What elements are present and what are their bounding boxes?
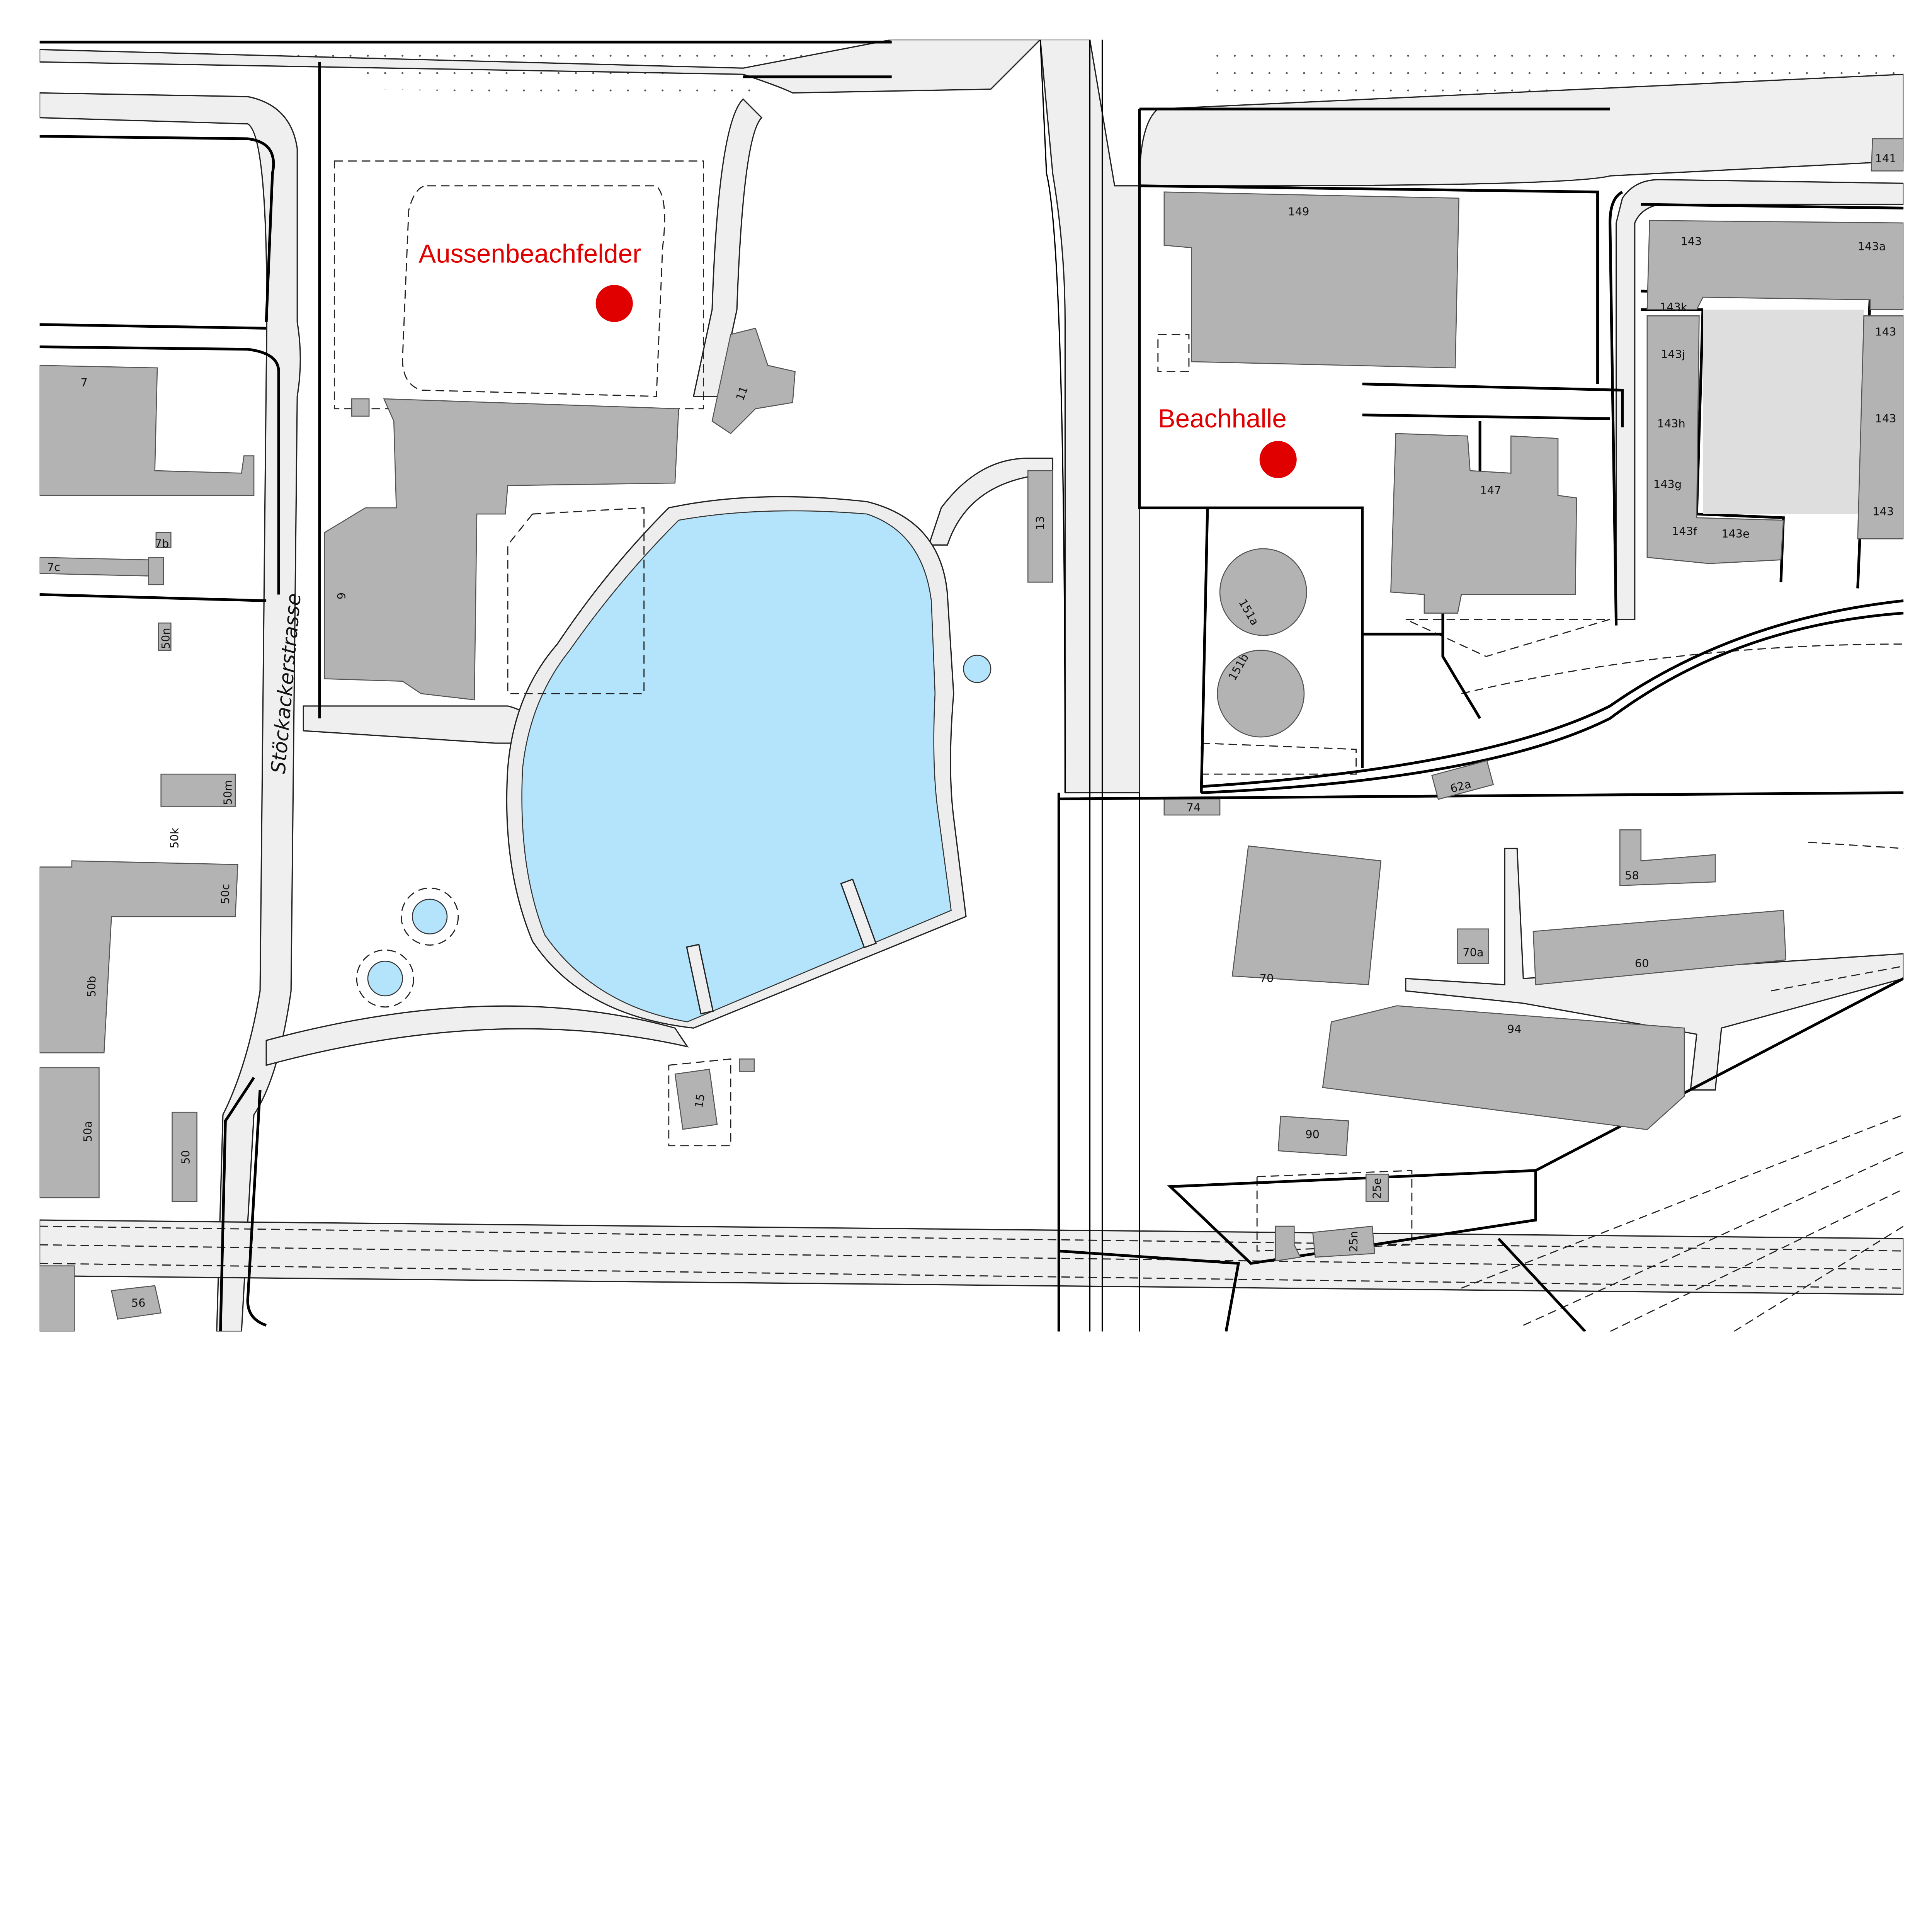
label-25e: 25e	[1371, 1178, 1384, 1199]
poi-label-beachhalle: Beachhalle	[1158, 404, 1287, 433]
label-141: 141	[1875, 152, 1896, 165]
label-50a: 50a	[81, 1121, 94, 1142]
small-pool	[367, 960, 403, 997]
poi-beachhalle[interactable]: Beachhalle	[1158, 404, 1297, 478]
red-dot-marker-icon[interactable]	[595, 285, 633, 322]
label-50b: 50b	[85, 976, 98, 997]
dashed-outlines	[39, 160, 1904, 1332]
label-147: 147	[1480, 484, 1501, 497]
label-15: 15	[692, 1093, 707, 1109]
label-143a: 143a	[1858, 240, 1886, 253]
label-143j: 143j	[1661, 347, 1685, 361]
label-7: 7	[80, 376, 87, 389]
label-143-right: 143	[1875, 412, 1896, 425]
label-9: 9	[335, 592, 348, 599]
jetty	[840, 878, 877, 949]
parcel-boundaries	[39, 39, 1904, 1332]
label-50n: 50n	[159, 628, 172, 649]
small-pool	[412, 898, 448, 934]
label-149: 149	[1288, 205, 1309, 218]
pool-outline	[401, 887, 459, 946]
label-143e: 143e	[1721, 527, 1750, 540]
label-50m: 50m	[221, 780, 234, 805]
site-map[interactable]: 141 143 143a 143k 143j 143h 143g 143f 14…	[0, 0, 1932, 1365]
label-60: 60	[1635, 957, 1649, 970]
label-25n: 25n	[1347, 1231, 1360, 1252]
label-90: 90	[1305, 1128, 1320, 1141]
label-143: 143	[1680, 235, 1702, 248]
poi-label-aussenbeachfelder: Aussenbeachfelder	[418, 239, 641, 268]
label-56: 56	[131, 1296, 146, 1309]
label-7c: 7c	[47, 561, 60, 574]
label-50c: 50c	[219, 884, 232, 904]
label-13: 13	[1034, 516, 1047, 530]
label-143f: 143f	[1672, 525, 1697, 538]
label-143-right: 143	[1875, 325, 1896, 339]
label-143h: 143h	[1657, 417, 1685, 430]
small-pool	[963, 655, 992, 683]
label-94: 94	[1507, 1023, 1522, 1036]
pool-outline	[356, 949, 414, 1008]
label-143-right: 143	[1872, 505, 1894, 518]
label-143g: 143g	[1653, 478, 1682, 491]
label-50: 50	[179, 1150, 192, 1164]
label-50k: 50k	[168, 828, 181, 849]
red-dot-marker-icon[interactable]	[1259, 441, 1297, 478]
label-58: 58	[1625, 869, 1639, 882]
jetty	[686, 944, 714, 1015]
poi-aussenbeachfelder[interactable]: Aussenbeachfelder	[418, 239, 641, 322]
buildings	[39, 138, 1904, 1332]
label-74: 74	[1187, 801, 1201, 814]
label-143k: 143k	[1660, 300, 1687, 313]
pond	[521, 510, 952, 1023]
label-70: 70	[1260, 972, 1274, 985]
label-70a: 70a	[1463, 946, 1483, 959]
label-7b: 7b	[155, 537, 169, 550]
